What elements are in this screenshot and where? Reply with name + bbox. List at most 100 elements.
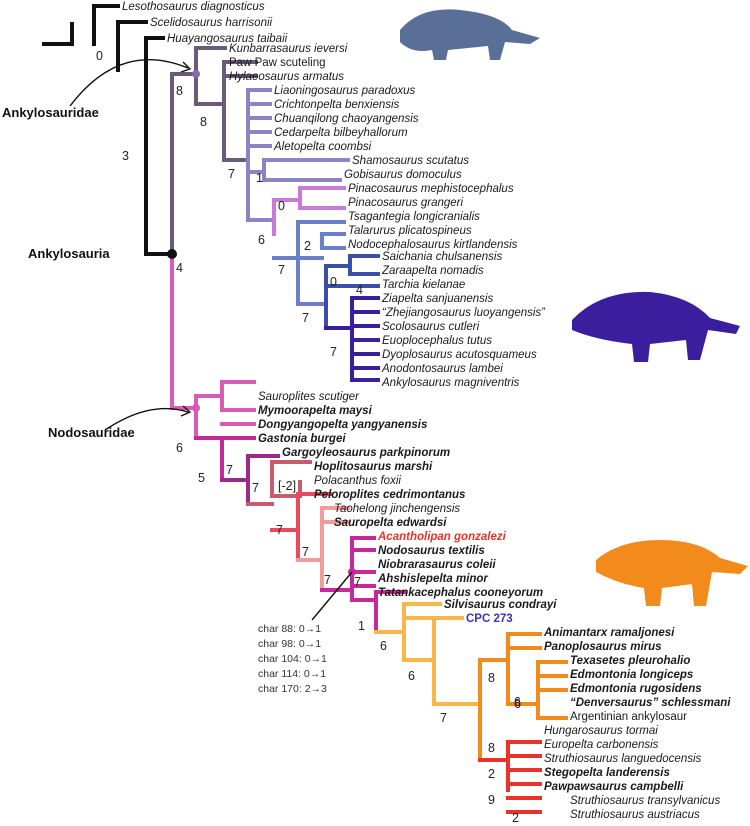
taxon-label: Scelidosaurus harrisonii [150,17,273,29]
support-value: 8 [488,671,495,685]
support-value: [-2] [278,479,296,493]
taxon-label: Dongyangopelta yangyanensis [258,419,427,431]
support-value: 7 [302,311,309,325]
taxon-label: Euoplocephalus tutus [382,335,492,347]
ankylosaurid-silhouette-top [400,9,540,60]
support-value: 1 [358,619,365,633]
taxon-label: Crichtonpelta benxiensis [274,99,400,111]
taxon-label: Silvisaurus condrayi [444,599,557,611]
support-value: 0 [96,49,103,63]
taxon-label: Aletopelta coombsi [273,141,372,153]
support-value: 7 [354,575,361,589]
taxon-label: Ahshislepelta minor [377,573,488,585]
taxon-label: Anodontosaurus lambei [381,363,503,375]
clade-label: Ankylosauria [28,246,110,261]
nodosaurid-silhouette-bottom [596,540,748,606]
taxon-label: Kunbarrasaurus ieversi [229,43,348,55]
character-change-label: char 88: 0→1 [258,623,321,635]
support-value: 1 [256,171,263,185]
support-value: 6 [258,233,265,247]
support-value: 0 [278,199,285,213]
support-value: 7 [276,523,283,537]
support-value: 2 [512,811,519,825]
taxon-label: Sauropelta edwardsi [334,517,447,529]
taxon-label: Cedarpelta bilbeyhallorum [274,127,408,139]
taxon-label: Hungarosaurus tormai [544,725,658,737]
taxon-label: Taohelong jinchengensis [334,503,460,515]
taxon-label: Nodocephalosaurus kirtlandensis [348,239,518,251]
taxon-label: Tarchia kielanae [382,279,465,291]
support-value: 7 [324,573,331,587]
taxon-label: Gargoyleosaurus parkpinorum [282,447,450,459]
support-value: 7 [278,263,285,277]
taxon-label: Hoplitosaurus marshi [314,461,433,473]
support-value: 6 [514,697,521,711]
support-value: 0 [330,275,337,289]
taxon-label: Tatankacephalus cooneyorum [378,587,543,599]
taxon-label: CPC 273 [466,613,513,625]
taxon-label: Ziapelta sanjuanensis [381,293,493,305]
taxon-label: Edmontonia longiceps [570,669,693,681]
taxon-label: Hylaeosaurus armatus [229,71,344,83]
taxon-label: Pawpawsaurus campbelli [544,781,684,793]
taxon-label: Scolosaurus cutleri [382,321,480,333]
taxon-label: Pinacosaurus mephistocephalus [348,183,514,195]
support-value: 8 [176,84,183,98]
taxon-label: Dyoplosaurus acutosquameus [382,349,537,361]
taxon-label: Tsagantegia longicranialis [348,211,480,223]
character-change-label: char 170: 2→3 [258,683,327,695]
taxon-label: Lesothosaurus diagnosticus [122,1,265,13]
support-value: 7 [302,545,309,559]
support-value: 7 [226,463,233,477]
taxon-label: Peloroplites cedrimontanus [314,489,465,501]
character-change-label: char 104: 0→1 [258,653,327,665]
support-value: 6 [514,695,521,709]
taxon-label: Shamosaurus scutatus [352,155,469,167]
taxon-label: Niobrarasaurus coleii [378,559,496,571]
taxon-label: Talarurus plicatospineus [348,225,472,237]
taxon-label: Zaraapelta nomadis [381,265,484,277]
clade-label: Nodosauridae [48,425,135,440]
taxon-label: Struthiosaurus austriacus [570,809,700,821]
character-change-label: char 98: 0→1 [258,638,321,650]
taxon-label: Liaoningosaurus paradoxus [274,85,416,97]
support-value: 7 [440,711,447,725]
character-change-label: char 114: 0→1 [258,668,326,680]
taxon-label: Stegopelta landerensis [544,767,670,779]
taxon-label: Ankylosaurus magniventris [381,377,520,389]
taxon-label: Paw Paw scuteling [229,57,326,69]
support-value: 5 [198,471,205,485]
taxon-label: Struthiosaurus languedocensis [544,753,702,765]
taxon-label: Huayangosaurus taibaii [167,33,288,45]
taxon-label: “Denversaurus” schlessmani [570,697,731,709]
taxon-label: Animantarx ramaljonesi [543,627,675,639]
taxon-label: Gobisaurus domoculus [344,169,462,181]
support-value: 9 [488,793,495,807]
support-value: 7 [252,481,259,495]
support-value: 7 [228,167,235,181]
support-value: 6 [408,669,415,683]
support-value: 6 [380,639,387,653]
taxon-label: Texasetes pleurohalio [570,655,690,667]
support-value: 3 [122,149,129,163]
taxon-label: Saichania chulsanensis [382,251,502,263]
taxon-label: Sauroplites scutiger [258,391,360,403]
support-value: 4 [356,283,363,297]
clade-label: Ankylosauridae [2,105,99,120]
taxon-label: Argentinian ankylosaur [570,711,687,723]
taxon-label: “Zhejiangosaurus luoyangensis” [382,307,546,319]
support-value: 2 [488,767,495,781]
taxon-label: Gastonia burgei [258,433,346,445]
support-value: 4 [176,261,183,275]
taxon-label: Acantholipan gonzalezi [377,531,507,543]
taxon-label: Struthiosaurus transylvanicus [570,795,720,807]
taxon-label: Nodosaurus textilis [378,545,485,557]
taxon-label: Edmontonia rugosidens [570,683,702,695]
ankylosaurid-silhouette-mid [572,291,740,362]
taxon-label: Mymoorapelta maysi [258,405,373,417]
support-value: 8 [488,741,495,755]
taxon-label: Panoplosaurus mirus [544,641,662,653]
taxon-label: Pinacosaurus grangeri [348,197,464,209]
support-value: 2 [304,239,311,253]
